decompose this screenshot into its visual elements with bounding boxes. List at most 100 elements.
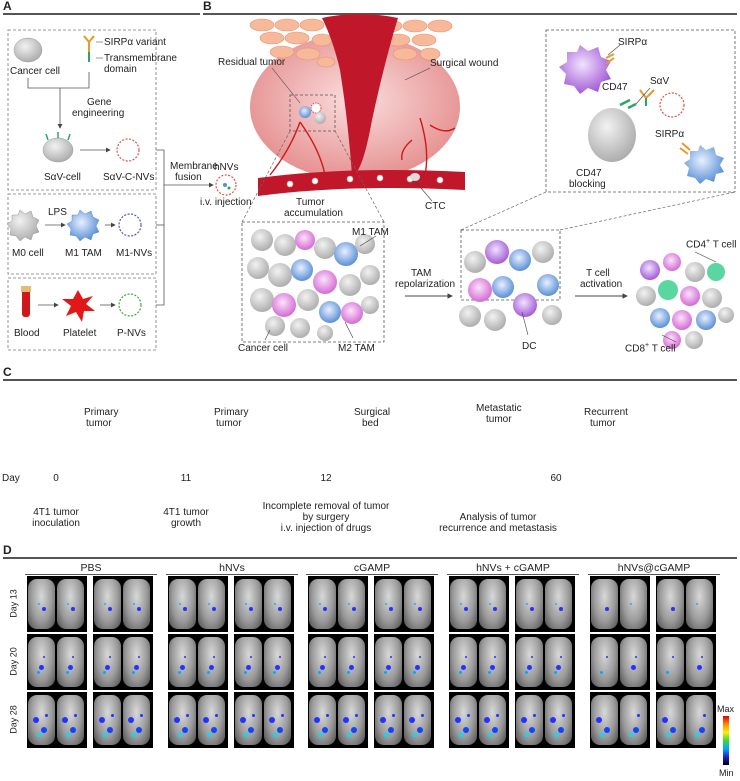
bioluminescence-spot	[111, 713, 115, 717]
bioluminescence-spot	[530, 607, 535, 611]
label-tcell-activation-2: activation	[580, 279, 623, 290]
bioluminescence-spot	[178, 603, 181, 605]
timeline-day-11: 11	[180, 473, 192, 484]
mouse-image	[375, 637, 402, 687]
mouse-image	[198, 637, 225, 687]
bioluminescence-spot	[461, 664, 466, 670]
label-platelet: Platelet	[63, 328, 97, 339]
bioluminescence-spot	[599, 733, 604, 737]
tme-cells	[247, 229, 380, 341]
bioluminescence-spot	[317, 733, 322, 737]
mouse-image	[479, 579, 506, 629]
group-underline	[447, 574, 579, 575]
panel-d-header-line	[3, 557, 737, 559]
bioluminescence-spot	[554, 670, 558, 674]
bioluminescence-spot	[269, 717, 276, 723]
mouse-image	[264, 579, 291, 629]
color-scale-max: Max	[717, 704, 735, 714]
bioluminescence-spot	[66, 603, 69, 605]
bioluminescence-spot	[524, 733, 529, 737]
bioluminescence-spot	[527, 664, 532, 670]
bioluminescence-spot	[380, 717, 387, 723]
bioluminescence-spot	[180, 664, 185, 670]
bioluminescence-spot	[606, 656, 609, 658]
bioluminescence-spot	[42, 607, 47, 611]
bioluminescence-spot	[183, 607, 188, 611]
bioluminescence-spot	[521, 717, 528, 723]
label-recurrent-2: tumor	[590, 418, 616, 429]
bioluminescence-spot	[465, 656, 468, 658]
mouse-image	[620, 637, 647, 687]
bioluminescence-spot	[413, 670, 417, 674]
mouse-image	[28, 637, 55, 687]
bioluminescence-spot	[320, 664, 325, 670]
bioluminescence-spot	[556, 664, 561, 670]
mouse-image	[591, 637, 618, 687]
bioluminescence-spot	[107, 727, 114, 733]
group-underline	[306, 574, 438, 575]
mouse-image	[375, 695, 402, 745]
label-recurrent-1: Recurrent	[584, 407, 628, 418]
bioluminescence-spot	[458, 733, 463, 737]
label-cd47: CD47	[602, 82, 628, 93]
bioluminescence-spot	[103, 670, 107, 674]
bioluminescence-spot	[629, 603, 632, 605]
mouse-image	[404, 637, 431, 687]
bioluminescence-spot	[600, 670, 604, 674]
bioluminescence-spot	[388, 727, 395, 733]
group-underline	[25, 574, 157, 575]
bioluminescence-spot	[273, 670, 277, 674]
label-gene-engineering-1: Gene	[87, 97, 112, 108]
bioluminescence-spot	[203, 717, 210, 723]
mouse-image	[545, 637, 572, 687]
label-tcell-activation-1: T cell	[586, 268, 610, 279]
panel-label-b: B	[203, 0, 212, 13]
bioluminescence-spot	[390, 656, 393, 658]
bioluminescence-spot	[352, 607, 357, 611]
label-primary-tumor-2: tumor	[86, 418, 112, 429]
timeline-day-0: 0	[53, 473, 59, 484]
bioluminescence-spot	[413, 603, 416, 605]
panel-ab-graphics	[6, 14, 736, 351]
label-lps: LPS	[48, 207, 67, 218]
bioluminescence-spot	[347, 603, 350, 605]
bioluminescence-spot	[70, 727, 77, 733]
mouse-image	[657, 579, 684, 629]
mouse-image	[169, 695, 196, 745]
bioluminescence-spot	[326, 713, 330, 717]
bioluminescence-spot	[128, 717, 135, 723]
bioluminescence-spot	[631, 664, 636, 670]
bioluminescence-spot	[249, 607, 254, 611]
label-primary-tumor-11-1: Primary	[214, 407, 249, 418]
bioluminescence-spot	[417, 727, 424, 733]
bioluminescence-spot	[177, 733, 182, 737]
mouse-image	[375, 579, 402, 629]
timeline-day-label: Day	[2, 473, 20, 484]
bioluminescence-spot	[525, 670, 529, 674]
timeline-day-12: 12	[320, 473, 332, 484]
event-day0-2: inoculation	[32, 518, 80, 529]
bioluminescence-spot	[418, 607, 423, 611]
bioluminescence-spot	[355, 713, 359, 717]
bioluminescence-spot	[74, 713, 78, 717]
mouse-image	[479, 637, 506, 687]
event-day12-1: Incomplete removal of tumor	[262, 501, 390, 512]
repolarized-cells	[459, 240, 562, 331]
label-cancer-cell-b: Cancer cell	[238, 343, 289, 354]
panel-a-boxes	[7, 29, 157, 351]
bioluminescence-spot	[529, 727, 536, 733]
bioluminescence-spot	[178, 670, 182, 674]
mouse-image	[235, 637, 262, 687]
bioluminescence-spot	[672, 656, 675, 658]
mouse-image	[309, 695, 336, 745]
bioluminescence-spot	[383, 733, 388, 737]
bioluminescence-spot	[353, 656, 356, 658]
mouse-image	[28, 695, 55, 745]
bioluminescence-spot	[140, 713, 144, 717]
tcell-cluster	[636, 253, 734, 349]
event-day12-2: by surgery	[302, 512, 350, 523]
mouse-image	[591, 695, 618, 745]
group-underline	[166, 574, 298, 575]
panel-label-c: C	[3, 365, 12, 379]
bioluminescence-spot	[136, 727, 143, 733]
